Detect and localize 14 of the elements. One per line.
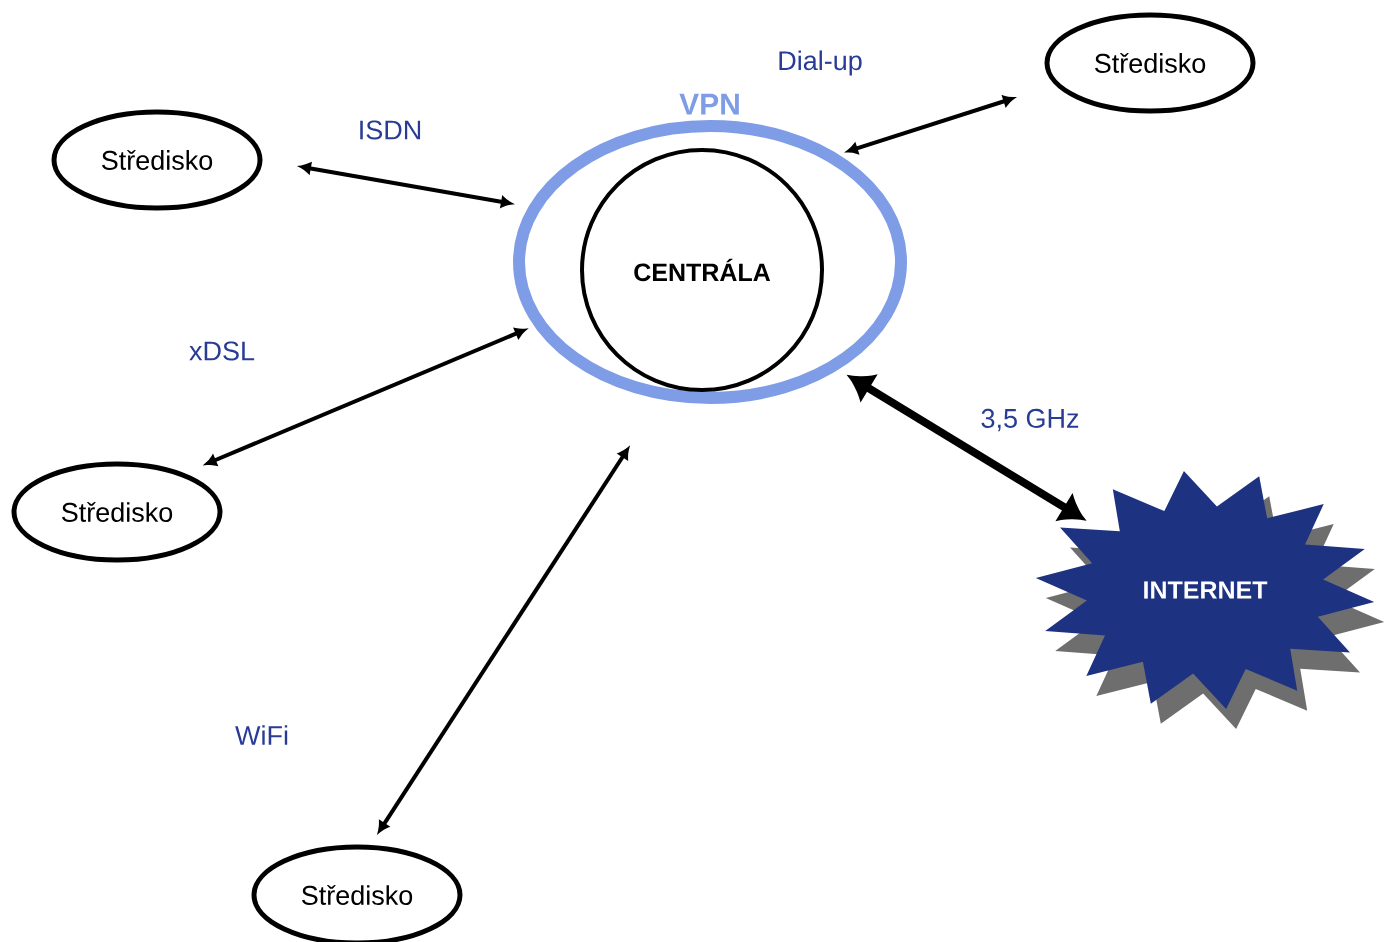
arrow — [299, 162, 512, 208]
edge-label: WiFi — [235, 725, 288, 745]
arrow — [378, 447, 630, 833]
edge-label: Dial-up — [779, 50, 862, 76]
ellipse-node: Středisko — [11, 461, 223, 563]
circle-node: CENTRÁLA — [580, 148, 824, 392]
arrow — [849, 375, 1084, 521]
edge-label: ISDN — [360, 120, 421, 140]
ellipse-node: Středisko — [1044, 12, 1256, 114]
ellipse-node: Středisko — [51, 109, 263, 211]
node-label: VPN — [679, 93, 739, 115]
arrow — [846, 95, 1015, 154]
starburst-node: INTERNET — [1035, 470, 1385, 730]
edge-label: 3,5 GHz — [981, 408, 1079, 432]
